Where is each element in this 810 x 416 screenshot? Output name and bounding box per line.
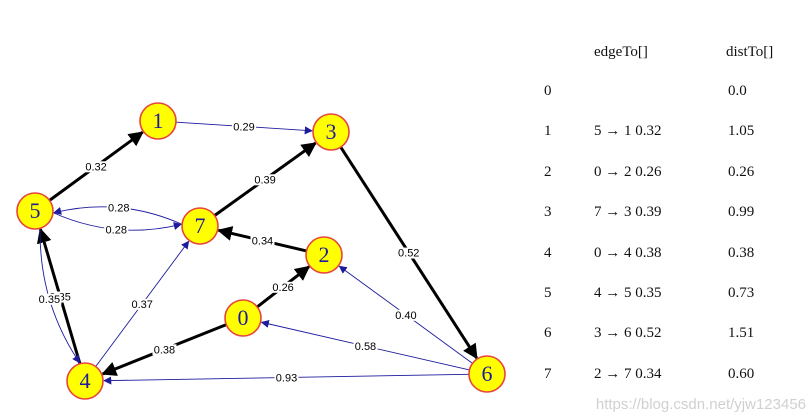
row-distto: 0.0 — [728, 83, 747, 99]
edge-weight-3-6: 0.52 — [398, 248, 419, 260]
row-index: 6 — [544, 325, 552, 341]
vertex-circle — [224, 299, 262, 337]
row-edgeto: 2 → 7 0.34 — [594, 366, 662, 382]
edge-weight-backing — [106, 202, 131, 214]
vertex-label: 6 — [482, 361, 493, 386]
row-edgeto: 3 → 6 0.52 — [594, 325, 662, 341]
table-header-row: edgeTo[] distTo[] — [530, 44, 800, 64]
row-edgeto: 7 → 3 0.39 — [594, 204, 662, 220]
vertex-6: 6 — [468, 355, 506, 393]
row-distto: 0.60 — [728, 366, 755, 382]
edge-weight-backing — [396, 247, 421, 259]
row-index: 0 — [544, 83, 552, 99]
row-distto: 0.38 — [728, 245, 755, 261]
row-distto: 0.73 — [728, 285, 755, 301]
row-edgeto: 5 → 1 0.32 — [594, 123, 662, 139]
vertex-label: 4 — [80, 368, 91, 393]
edge-weight-7-5: 0.28 — [108, 203, 129, 215]
vertex-circle — [66, 362, 104, 400]
edge-weight-backing — [84, 161, 109, 173]
edge-weight-5-7: 0.28 — [106, 224, 127, 236]
nodes-layer: 0 1 2 3 4 5 6 7 — [16, 102, 506, 400]
row-index: 4 — [544, 245, 552, 261]
table-row: 5 4 → 5 0.35 0.73 — [530, 285, 800, 305]
edge-weight-7-3: 0.39 — [254, 174, 275, 186]
row-distto: 1.05 — [728, 123, 755, 139]
table-row: 7 2 → 7 0.34 0.60 — [530, 366, 800, 386]
edge-weight-backing — [274, 372, 299, 384]
vertex-1: 1 — [139, 102, 177, 140]
vertex-label: 2 — [319, 242, 330, 267]
row-edgeto: 0 → 4 0.38 — [594, 245, 662, 261]
row-distto: 0.99 — [728, 204, 755, 220]
table-row: 0 0.0 — [530, 83, 800, 103]
edge-weight-backing — [130, 298, 155, 310]
edge-weight-backing — [104, 224, 129, 236]
table-row: 3 7 → 3 0.39 0.99 — [530, 204, 800, 224]
edge-weight-2-7: 0.34 — [252, 236, 273, 248]
vertex-3: 3 — [312, 113, 350, 151]
edge-weight-5-1: 0.32 — [85, 161, 106, 173]
row-edgeto: 0 → 2 0.26 — [594, 164, 662, 180]
vertex-circle — [181, 207, 219, 245]
vertex-7: 7 — [181, 207, 219, 245]
row-distto: 0.26 — [728, 164, 755, 180]
edge-weight-6-0: 0.58 — [355, 341, 376, 353]
edge-weight-backing — [250, 235, 275, 247]
vertex-circle — [139, 102, 177, 140]
edge-weight-4-7: 0.37 — [131, 299, 152, 311]
edge-weight-backing — [253, 174, 278, 186]
row-index: 2 — [544, 164, 552, 180]
edge-weight-6-2: 0.40 — [395, 310, 416, 322]
vertex-label: 7 — [195, 213, 206, 238]
row-edgeto: 4 → 5 0.35 — [594, 285, 662, 301]
vertex-4: 4 — [66, 362, 104, 400]
row-index: 7 — [544, 366, 552, 382]
vertex-circle — [312, 113, 350, 151]
vertex-circle — [16, 192, 54, 230]
edge-weight-backing — [152, 344, 177, 356]
vertex-circle — [468, 355, 506, 393]
table-row: 4 0 → 4 0.38 0.38 — [530, 245, 800, 265]
edge-weight-backing — [232, 121, 257, 133]
row-index: 3 — [544, 204, 552, 220]
watermark: https://blog.csdn.net/yjw123456 — [595, 396, 806, 413]
vertex-label: 5 — [30, 198, 41, 223]
edge-weights-layer: 0.32 0.29 0.39 0.28 0.28 0.34 0.26 0.52 0.40 0.58… — [37, 121, 421, 384]
vertex-circle — [305, 236, 343, 274]
edge-weight-6-4: 0.93 — [276, 372, 297, 384]
edge-weight-1-3: 0.29 — [233, 121, 254, 133]
edge-weight-0-4: 0.38 — [154, 344, 175, 356]
edge-weight-backing — [353, 341, 378, 353]
table-row: 6 3 → 6 0.52 1.51 — [530, 325, 800, 345]
edge-weight-0-2: 0.26 — [272, 282, 293, 294]
vertex-label: 0 — [238, 305, 249, 330]
vertex-label: 3 — [326, 119, 337, 144]
row-index: 5 — [544, 285, 552, 301]
edge-weight-5-4: 0.35 — [39, 294, 60, 306]
table-row: 2 0 → 2 0.26 0.26 — [530, 164, 800, 184]
edgeto-header: edgeTo[] — [594, 44, 648, 60]
vertex-2: 2 — [305, 236, 343, 274]
vertex-label: 1 — [153, 108, 164, 133]
edge-weight-backing — [37, 293, 62, 305]
distto-header: distTo[] — [726, 44, 774, 60]
row-distto: 1.51 — [728, 325, 755, 341]
vertex-5: 5 — [16, 192, 54, 230]
edge-weight-backing — [393, 309, 418, 321]
table-row: 1 5 → 1 0.32 1.05 — [530, 123, 800, 143]
row-index: 1 — [544, 123, 552, 139]
vertex-0: 0 — [224, 299, 262, 337]
edge-weight-backing — [271, 281, 296, 293]
graph-diagram: 0.32 0.29 0.39 0.28 0.28 0.34 0.26 0.52 0.40 0.58… — [16, 102, 506, 400]
